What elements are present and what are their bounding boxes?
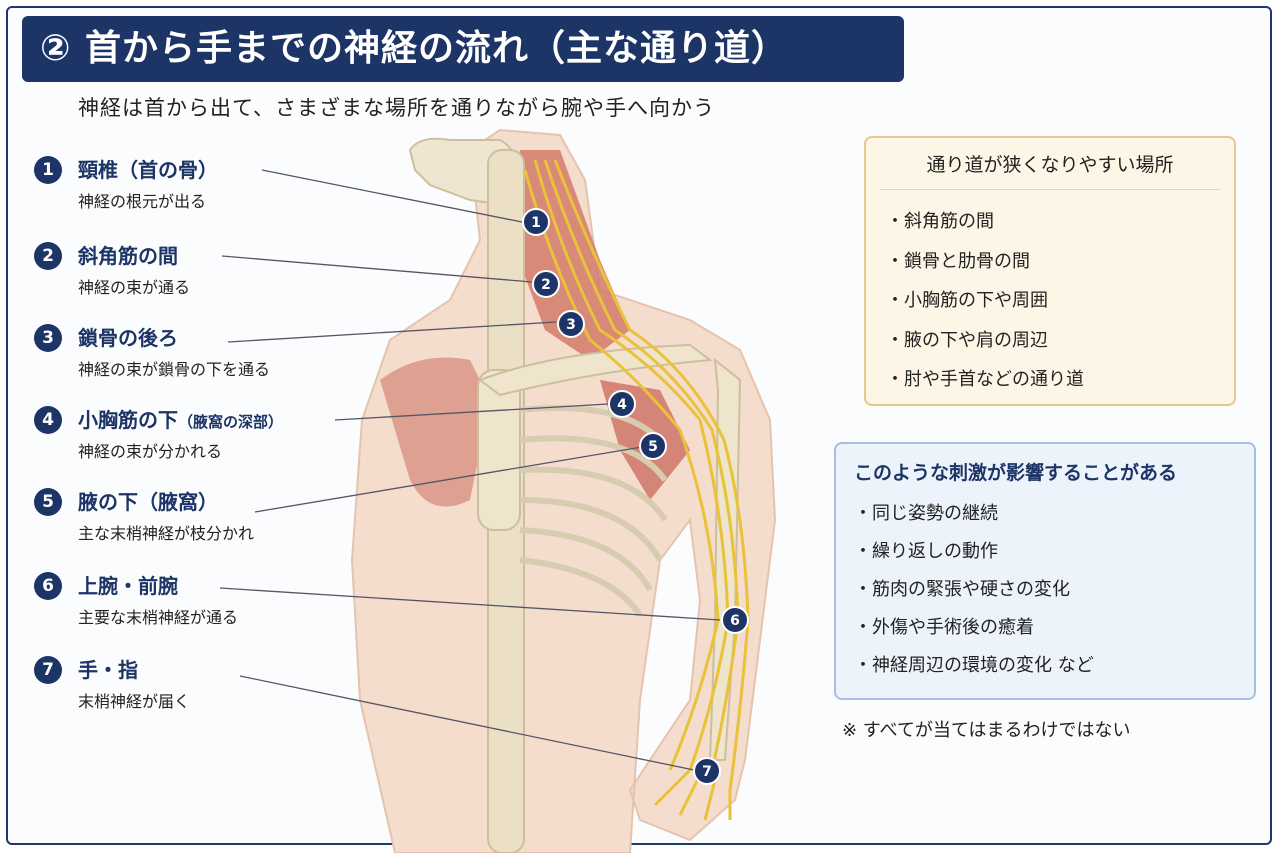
list-item: ・鎖骨と肋骨の間 <box>886 250 1030 272</box>
list-item: ・繰り返しの動作 <box>854 541 998 562</box>
label-desc: 神経の束が通る <box>78 278 191 297</box>
label-title: 上腕・前腕 <box>78 574 178 598</box>
marker-5: 5 <box>639 432 667 460</box>
label-title: 頸椎（首の骨） <box>78 158 218 182</box>
marker-1: 1 <box>522 208 550 236</box>
label-number: 3 <box>34 324 62 352</box>
leader-lines <box>219 169 721 771</box>
svg-text:4: 4 <box>617 397 627 413</box>
narrow-passage-list: ・斜角筋の間 ・鎖骨と肋骨の間 ・小胸筋の下や周囲 ・腋の下や肩の周辺 ・肘や手… <box>866 202 1234 400</box>
label-title-main: 小胸筋の下 <box>78 408 178 432</box>
narrow-passage-box: 通り道が狭くなりやすい場所 ・斜角筋の間 ・鎖骨と肋骨の間 ・小胸筋の下や周囲 … <box>864 136 1236 406</box>
label-title: 斜角筋の間 <box>78 244 178 268</box>
label-desc: 神経の根元が出る <box>78 192 207 211</box>
label-desc: 神経の束が分かれる <box>78 442 223 461</box>
list-item: ・斜角筋の間 <box>886 211 994 232</box>
label-desc: 末梢神経が届く <box>78 692 191 711</box>
label-number: 5 <box>34 488 62 516</box>
label-title-sub: （腋窩の深部） <box>178 413 284 431</box>
svg-text:6: 6 <box>730 613 740 629</box>
label-number: 4 <box>34 406 62 434</box>
stimulus-heading: このような刺激が影響することがある <box>854 462 1178 484</box>
stimulus-list: ・同じ姿勢の継続 ・繰り返しの動作 ・筋肉の緊張や硬さの変化 ・外傷や手術後の癒… <box>836 495 1254 685</box>
rib-cage <box>519 405 668 617</box>
label-title: 鎖骨の後ろ <box>78 326 178 350</box>
label-title: 腋の下（腋窩） <box>78 490 218 514</box>
label-desc: 主な末梢神経が枝分かれ <box>78 524 255 543</box>
page-subtitle: 神経は首から出て、さまざまな場所を通りながら腕や手へ向かう <box>78 96 715 120</box>
label-desc: 神経の束が鎖骨の下を通る <box>78 360 271 379</box>
svg-text:7: 7 <box>702 764 712 780</box>
torso-silhouette <box>350 128 777 853</box>
list-item: ・肘や手首などの通り道 <box>886 369 1084 390</box>
svg-text:1: 1 <box>531 215 541 231</box>
list-item: ・神経周辺の環境の変化 など <box>854 655 1094 676</box>
svg-text:5: 5 <box>648 439 658 455</box>
marker-7: 7 <box>693 757 721 785</box>
disclaimer-note: ※ すべてが当てはまるわけではない <box>842 720 1131 741</box>
label-number: 2 <box>34 242 62 270</box>
list-item: ・筋肉の緊張や硬さの変化 <box>854 579 1070 600</box>
label-number: 6 <box>34 572 62 600</box>
list-item: ・同じ姿勢の継続 <box>854 503 998 524</box>
marker-3: 3 <box>557 310 585 338</box>
marker-4: 4 <box>608 390 636 418</box>
neck-muscles <box>515 150 630 360</box>
list-item: ・腋の下や肩の周辺 <box>886 329 1048 351</box>
marker-2: 2 <box>532 270 560 298</box>
stimulus-box: このような刺激が影響することがある ・同じ姿勢の継続 ・繰り返しの動作 ・筋肉の… <box>834 442 1256 700</box>
narrow-passage-heading: 通り道が狭くなりやすい場所 <box>880 138 1220 190</box>
svg-text:2: 2 <box>541 277 551 293</box>
nerve-bundle <box>523 159 750 821</box>
label-title: 手・指 <box>78 658 138 682</box>
page-title: ② 首から手までの神経の流れ（主な通り道） <box>22 16 904 82</box>
label-title: 小胸筋の下（腋窩の深部） <box>78 404 283 433</box>
marker-6: 6 <box>721 606 749 634</box>
label-number: 1 <box>34 156 62 184</box>
list-item: ・外傷や手術後の癒着 <box>854 617 1034 638</box>
svg-text:3: 3 <box>566 317 576 333</box>
list-item: ・小胸筋の下や周囲 <box>886 290 1048 311</box>
label-desc: 主要な末梢神経が通る <box>78 608 239 627</box>
pectoral-muscle <box>380 357 490 507</box>
label-number: 7 <box>34 656 62 684</box>
